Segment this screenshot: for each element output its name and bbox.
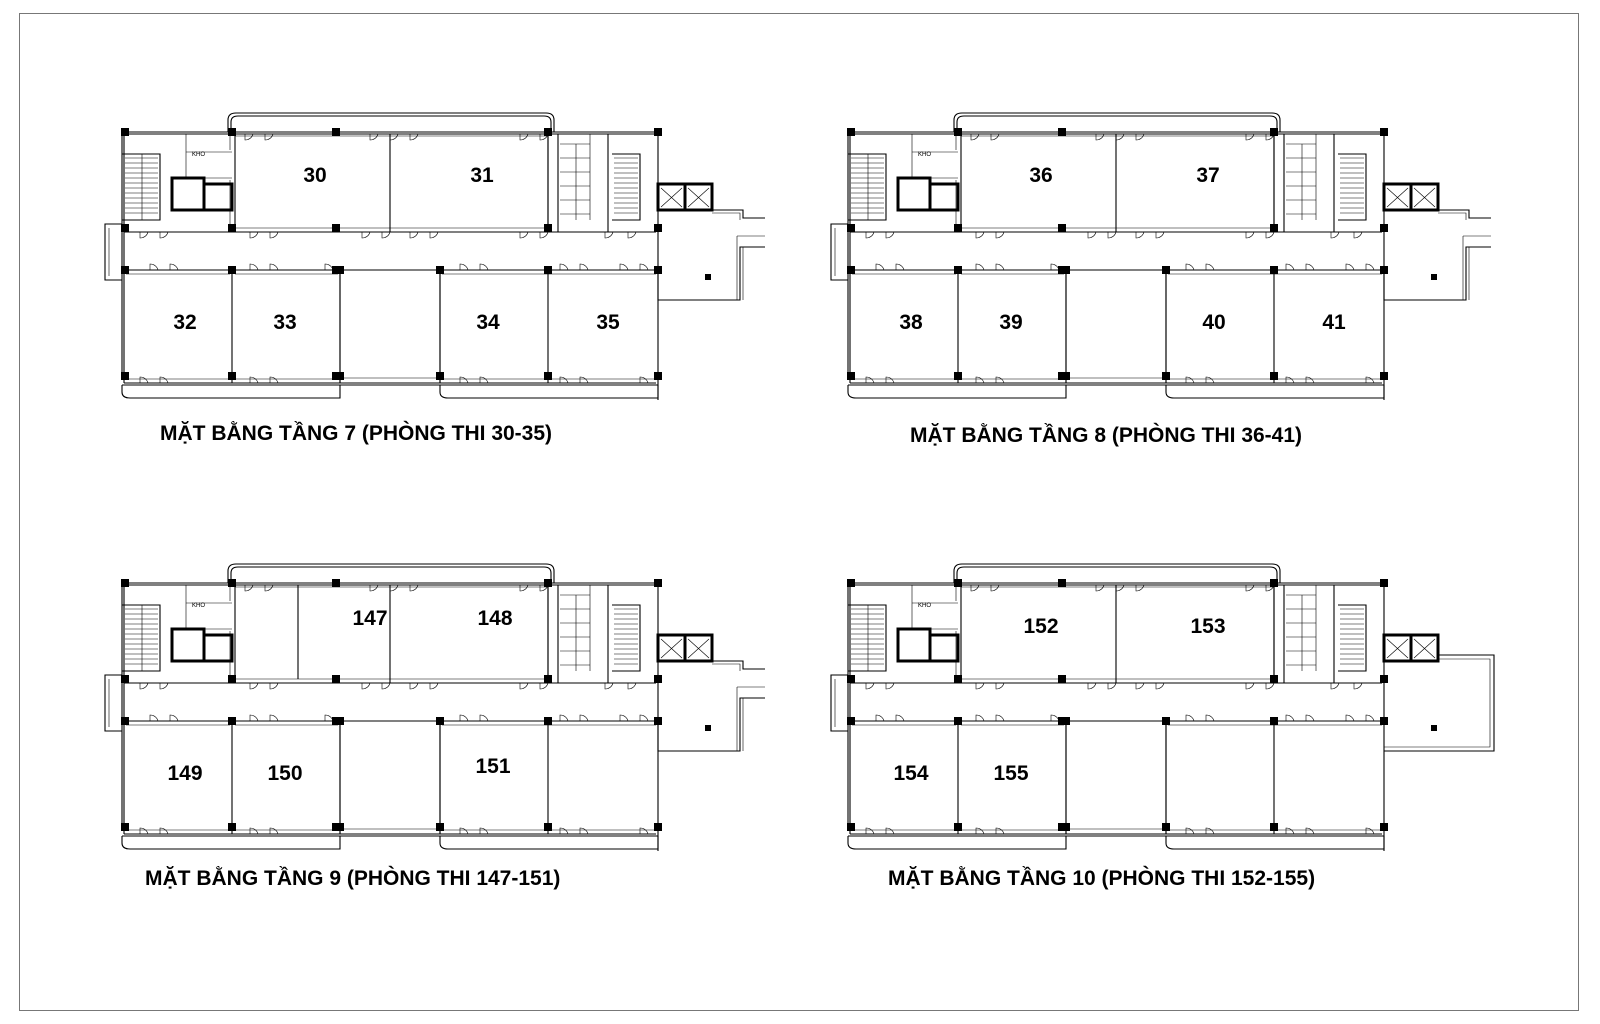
room-number: 147	[352, 607, 387, 630]
room-number: 152	[1023, 615, 1058, 638]
floor-plan-10: KHO 152 153 154 155	[826, 551, 1506, 851]
room-number: 150	[267, 762, 302, 785]
room-number: 153	[1190, 615, 1225, 638]
kho-label: KHO	[918, 152, 931, 158]
room-number: 39	[999, 311, 1022, 334]
room-number: 38	[899, 311, 923, 334]
room-number: 35	[596, 311, 620, 334]
floor-plan-8-caption: MẶT BẰNG TẦNG 8 (PHÒNG THI 36-41)	[910, 424, 1303, 447]
room-number: 148	[477, 607, 512, 630]
kho-label: KHO	[192, 603, 205, 609]
floor-plan-drawing: KHO 152 153 154 155	[830, 563, 1495, 851]
room-number: 151	[475, 755, 510, 778]
floor-plan-7-caption: MẶT BẰNG TẦNG 7 (PHÒNG THI 30-35)	[160, 422, 553, 445]
kho-label: KHO	[192, 152, 205, 158]
floor-plan-drawing: KHO 36 37 38 39 40 41	[830, 112, 1491, 400]
room-number: 149	[167, 762, 202, 785]
floor-plan-9-caption: MẶT BẰNG TẦNG 9 (PHÒNG THI 147-151)	[145, 867, 561, 890]
room-number: 37	[1196, 164, 1219, 187]
kho-label: KHO	[918, 603, 931, 609]
floor-plan-9: KHO 147 148 149 150 151	[100, 551, 780, 851]
floor-plan-7: KHO 30 31 32 33 34 35	[100, 100, 780, 400]
floor-plan-10-caption: MẶT BẰNG TẦNG 10 (PHÒNG THI 152-155)	[888, 867, 1316, 890]
room-number: 155	[993, 762, 1028, 785]
floor-plan-drawing: KHO 30 31 32 33 34 35	[104, 112, 765, 400]
room-number: 154	[893, 762, 928, 785]
room-number: 40	[1202, 311, 1225, 334]
drawing-frame	[19, 13, 1579, 1011]
room-number: 41	[1322, 311, 1346, 334]
room-number: 31	[470, 164, 494, 187]
room-number: 32	[173, 311, 196, 334]
room-number: 34	[476, 311, 500, 334]
room-number: 30	[303, 164, 326, 187]
room-number: 36	[1029, 164, 1052, 187]
room-number: 33	[273, 311, 296, 334]
floor-plan-drawing: KHO 147 148 149 150 151	[104, 563, 765, 851]
floor-plan-8: KHO 36 37 38 39 40 41	[826, 100, 1506, 400]
